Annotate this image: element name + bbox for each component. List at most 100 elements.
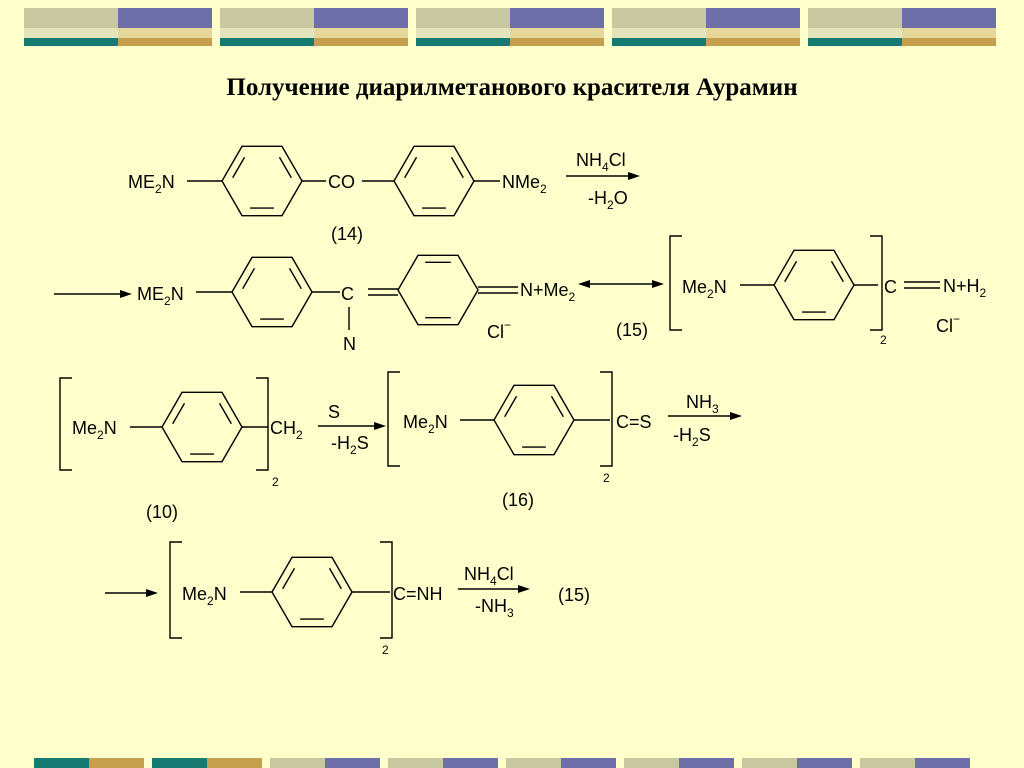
reaction-arrow [668, 412, 742, 420]
bottom-banner-segment [742, 758, 797, 768]
compound-number: (15) [558, 585, 590, 605]
benzene-ring [773, 249, 855, 321]
banner-segment [902, 8, 996, 28]
banner-segment [220, 38, 314, 46]
banner-segment [220, 8, 314, 28]
byproduct-water: -H2O [588, 188, 628, 212]
reaction-arrow [54, 290, 132, 298]
page-title: Получение диарилметанового красителя Аур… [226, 74, 798, 101]
banner-segment [314, 28, 408, 38]
quinoid-ring [397, 254, 479, 326]
dimethylamino-label: ME2N [137, 284, 184, 308]
resonance-arrow [578, 280, 664, 288]
bottom-banner-segment [624, 758, 679, 768]
iminium-label: N+H2 [943, 276, 987, 300]
thioketone-label: C=S [616, 412, 652, 432]
banner-segment [24, 8, 118, 28]
bracket-subscript: 2 [603, 471, 610, 485]
right-bracket [380, 541, 393, 639]
banner-segment [416, 28, 510, 38]
bottom-banner-segment [443, 758, 498, 768]
banner-segment [118, 38, 212, 46]
central-carbon-label: C [341, 284, 354, 304]
reaction-arrow [458, 585, 530, 593]
banner-segment [612, 28, 706, 38]
bottom-banner-segment [860, 758, 915, 768]
banner-segment [118, 8, 212, 28]
banner-segment [612, 8, 706, 28]
left-bracket [169, 541, 182, 639]
bottom-banner-segment [325, 758, 380, 768]
byproduct-hydrogen-sulfide: -H2S [331, 433, 369, 457]
reagent-ammonium-chloride: NH4Cl [576, 150, 626, 174]
chloride-anion: Cl− [487, 318, 511, 342]
reaction-arrow [566, 172, 640, 180]
bracket-subscript: 2 [272, 475, 279, 489]
reaction-arrow [105, 589, 158, 597]
dimethylamino-label: Me2N [403, 412, 448, 436]
reaction-arrow [318, 422, 386, 430]
bottom-banner-segment [561, 758, 616, 768]
imine-nitrogen-label: N [343, 334, 356, 354]
compound-number: (10) [146, 502, 178, 522]
iminium-label: N+Me2 [520, 280, 576, 304]
compound-number: (16) [502, 490, 534, 510]
left-bracket [387, 371, 400, 467]
chloride-anion: Cl− [936, 312, 960, 336]
banner-segment [902, 38, 996, 46]
byproduct-ammonia: -NH3 [475, 596, 514, 620]
left-bracket [59, 377, 72, 471]
banner-segment [510, 38, 604, 46]
benzene-ring [161, 391, 243, 463]
banner-segment [706, 38, 800, 46]
bottom-banner-segment [797, 758, 852, 768]
left-bracket [669, 235, 682, 331]
bottom-banner-segment [207, 758, 262, 768]
right-bracket [256, 377, 269, 471]
benzene-ring [493, 384, 575, 456]
compound-number: (15) [616, 320, 648, 340]
benzene-ring [231, 256, 313, 328]
right-bracket [600, 371, 613, 467]
banner-segment [706, 28, 800, 38]
central-carbon-label: C [884, 277, 897, 297]
banner-segment [510, 28, 604, 38]
banner-segment [416, 38, 510, 46]
reagent-sulfur: S [328, 402, 340, 422]
dimethylamino-label: NMe2 [502, 172, 547, 196]
reagent-ammonia: NH3 [686, 392, 719, 416]
bottom-banner-segment [679, 758, 734, 768]
dimethylamino-label: ME2N [128, 172, 175, 196]
right-bracket [870, 235, 883, 331]
banner-segment [808, 8, 902, 28]
bottom-banner-segment [34, 758, 89, 768]
banner-segment [808, 28, 902, 38]
bottom-banner-segment [506, 758, 561, 768]
benzene-ring [393, 145, 475, 217]
banner-segment [24, 38, 118, 46]
banner-segment [902, 28, 996, 38]
carbonyl-label: CO [328, 172, 355, 192]
bottom-banner-segment [152, 758, 207, 768]
byproduct-hydrogen-sulfide: -H2S [673, 425, 711, 449]
bottom-banner-segment [270, 758, 325, 768]
banner-segment [24, 28, 118, 38]
bottom-banner-segment [89, 758, 144, 768]
banner-segment [612, 38, 706, 46]
methylene-label: CH2 [270, 418, 303, 442]
benzene-ring [271, 556, 353, 628]
dimethylamino-label: Me2N [682, 277, 727, 301]
bottom-banner-segment [388, 758, 443, 768]
reagent-ammonium-chloride: NH4Cl [464, 564, 514, 588]
banner-segment [314, 8, 408, 28]
bracket-subscript: 2 [382, 643, 389, 657]
banner-segment [118, 28, 212, 38]
banner-segment [706, 8, 800, 28]
bracket-subscript: 2 [880, 333, 887, 347]
dimethylamino-label: Me2N [72, 418, 117, 442]
dimethylamino-label: Me2N [182, 584, 227, 608]
banner-segment [808, 38, 902, 46]
banner-segment [314, 38, 408, 46]
banner-segment [220, 28, 314, 38]
